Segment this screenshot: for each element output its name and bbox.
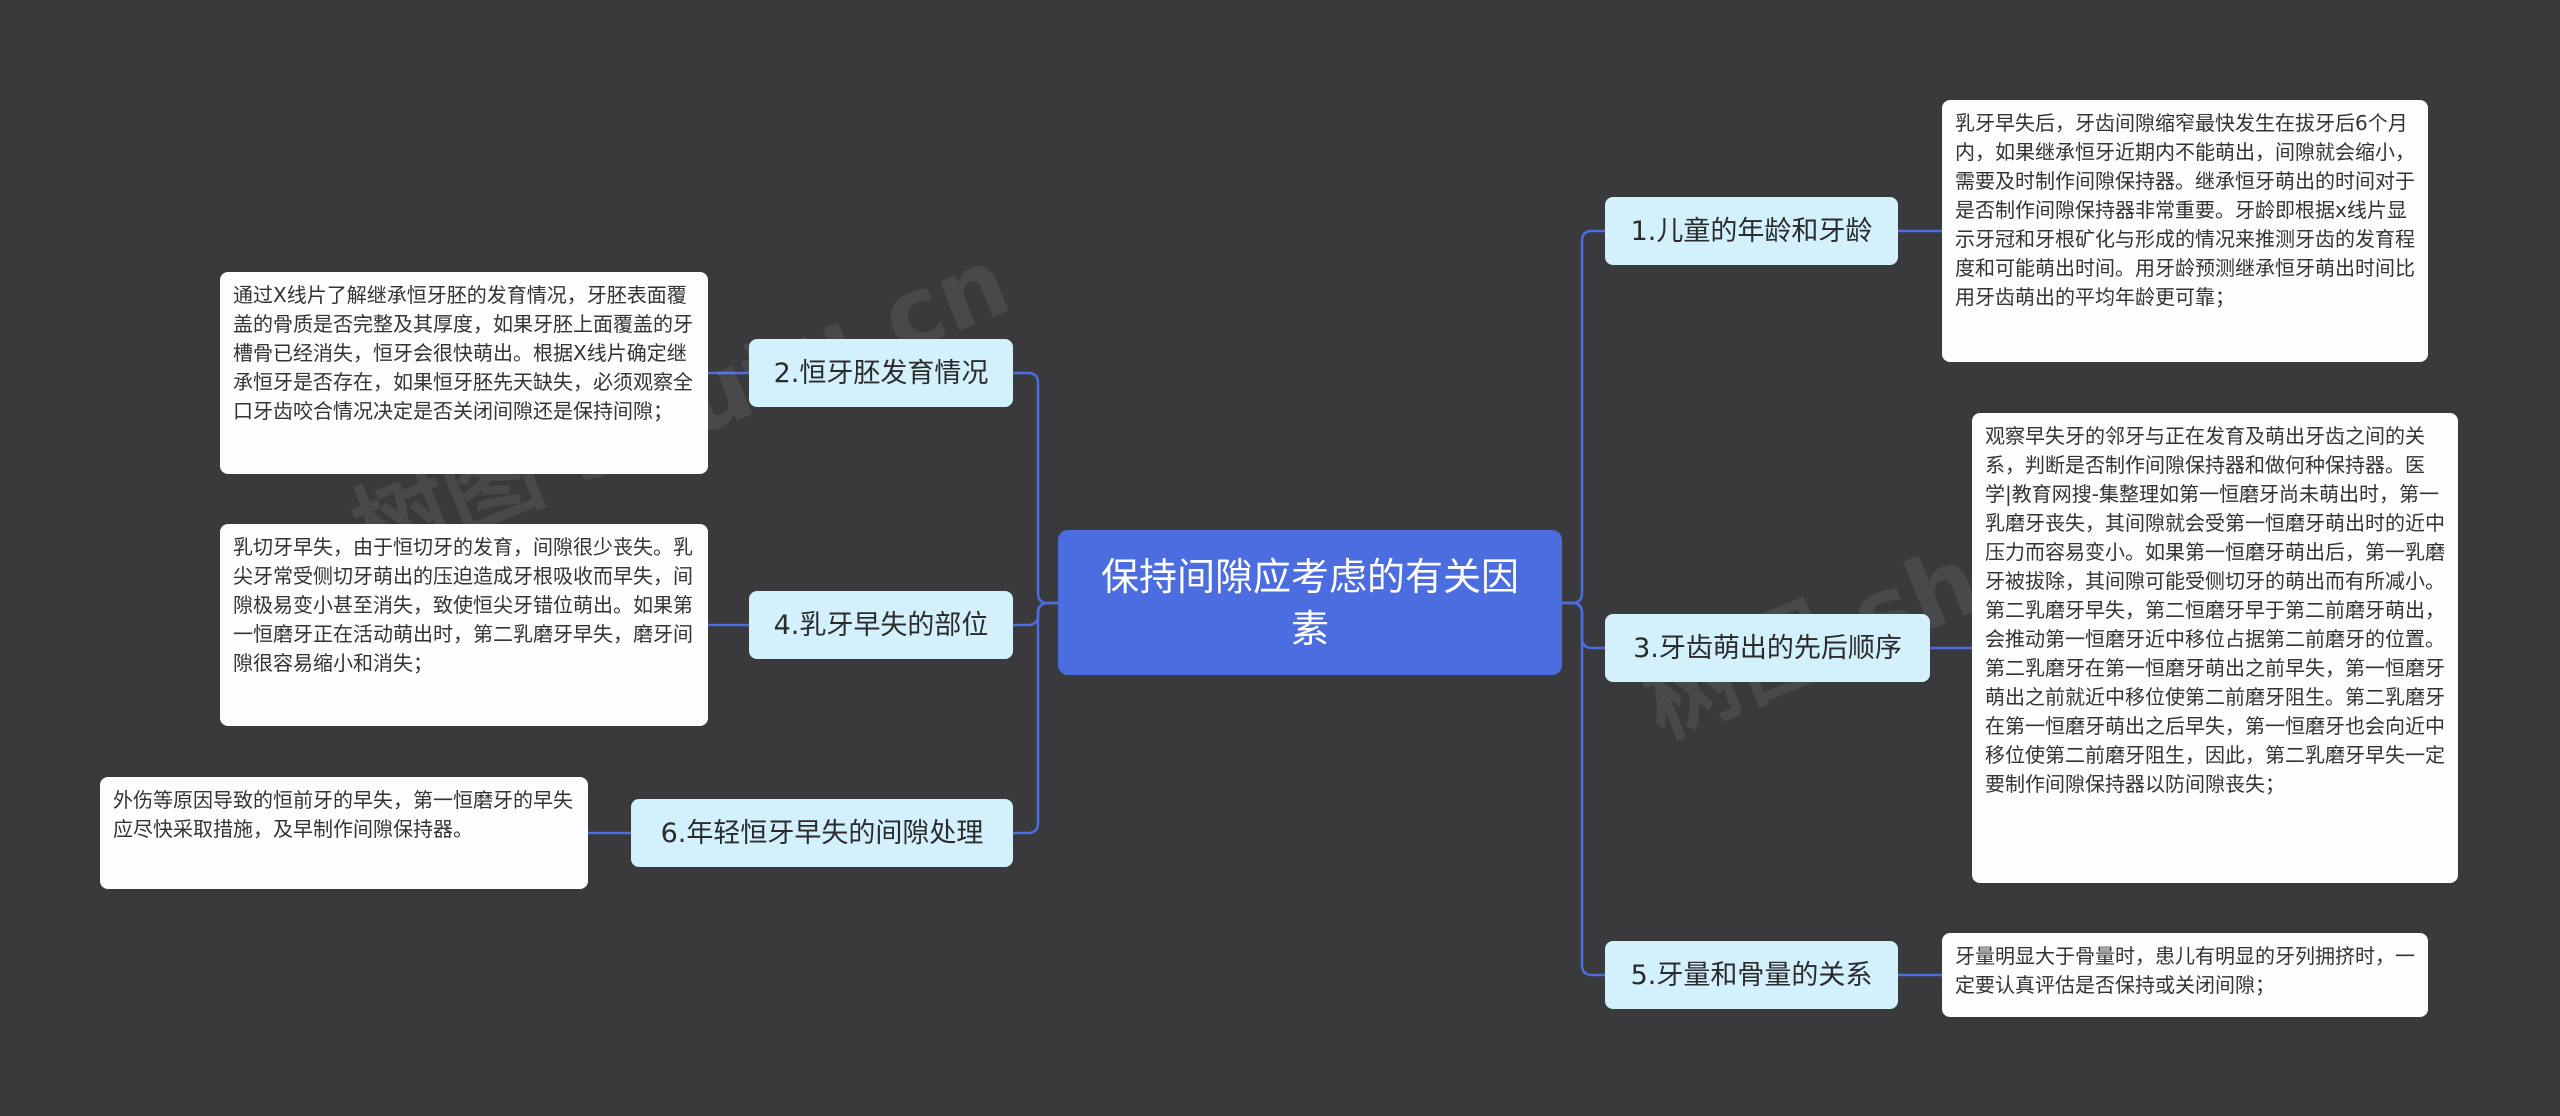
topic-tooth-germ-development[interactable]: 2.恒牙胚发育情况 bbox=[749, 339, 1013, 407]
note-tooth-germ-development: 通过X线片了解继承恒牙胚的发育情况，牙胚表面覆盖的骨质是否完整及其厚度，如果牙胚… bbox=[220, 272, 708, 474]
link-center-b4 bbox=[1011, 601, 1060, 627]
topic-young-permanent-tooth-loss[interactable]: 6.年轻恒牙早失的间隙处理 bbox=[631, 799, 1013, 867]
link-center-b2 bbox=[1011, 371, 1060, 605]
note-age-and-dental-age: 乳牙早失后，牙齿间隙缩窄最快发生在拔牙后6个月内，如果继承恒牙近期内不能萌出，间… bbox=[1942, 100, 2428, 362]
topic-age-and-dental-age[interactable]: 1.儿童的年龄和牙龄 bbox=[1605, 197, 1898, 265]
note-early-loss-location: 乳切牙早失，由于恒切牙的发育，间隙很少丧失。乳尖牙常受侧切牙萌出的压迫造成牙根吸… bbox=[220, 524, 708, 726]
topic-early-loss-location[interactable]: 4.乳牙早失的部位 bbox=[749, 591, 1013, 659]
link-center-b6 bbox=[1011, 601, 1060, 835]
note-young-permanent-tooth-loss: 外伤等原因导致的恒前牙的早失，第一恒磨牙的早失应尽快采取措施，及早制作间隙保持器… bbox=[100, 777, 588, 889]
link-center-b3 bbox=[1560, 601, 1607, 650]
central-topic[interactable]: 保持间隙应考虑的有关因素 bbox=[1058, 530, 1562, 675]
topic-eruption-order[interactable]: 3.牙齿萌出的先后顺序 bbox=[1605, 614, 1930, 682]
link-center-b5 bbox=[1560, 601, 1607, 977]
topic-tooth-bone-ratio[interactable]: 5.牙量和骨量的关系 bbox=[1605, 941, 1898, 1009]
link-center-b1 bbox=[1560, 229, 1607, 605]
note-eruption-order: 观察早失牙的邻牙与正在发育及萌出牙齿之间的关系，判断是否制作间隙保持器和做何种保… bbox=[1972, 413, 2458, 883]
note-tooth-bone-ratio: 牙量明显大于骨量时，患儿有明显的牙列拥挤时，一定要认真评估是否保持或关闭间隙； bbox=[1942, 933, 2428, 1017]
